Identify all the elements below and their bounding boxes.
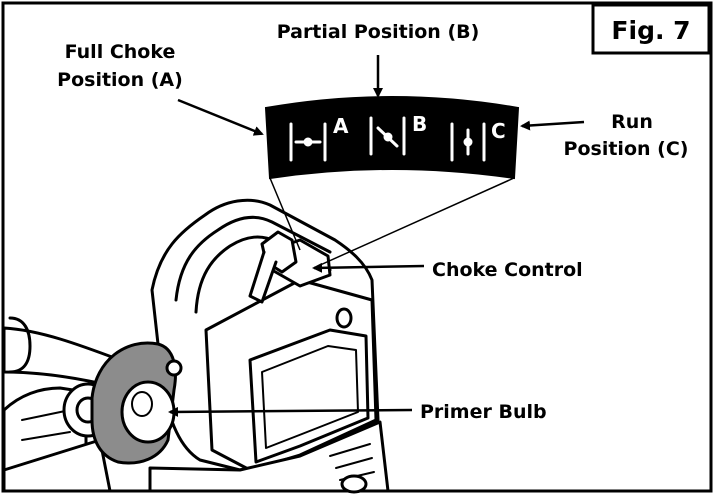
full-choke-label-line1: Full Choke: [65, 41, 176, 63]
plate-connector-lines: [269, 177, 515, 267]
engine-base: [2, 438, 112, 493]
figure-label-box: Fig. 7: [591, 3, 711, 55]
run-symbol-icon: [450, 122, 486, 162]
full-choke-label-line2: Position (A): [57, 69, 183, 91]
figure-label: Fig. 7: [611, 16, 690, 45]
position-letter-b: B: [412, 112, 427, 136]
choke-lever-tab: [248, 250, 278, 304]
housing-front-panel: [248, 328, 370, 464]
engine-block-port: [340, 474, 368, 494]
primer-bulb-shape: [120, 380, 176, 444]
choke-control-arrow: [312, 262, 425, 273]
engine-bracket-detail: [21, 409, 71, 441]
engine-illustration: [2, 198, 390, 494]
choke-position-plate: A B C: [264, 96, 520, 180]
housing-front-panel-inner: [261, 345, 359, 449]
run-label-line1: Run: [611, 111, 653, 133]
partial-position-label: Partial Position (B): [277, 21, 480, 43]
leader-arrows: [168, 55, 585, 417]
run-label-line2: Position (C): [564, 138, 689, 160]
position-letter-c: C: [491, 119, 506, 143]
primer-bulb-label: Primer Bulb: [420, 401, 547, 423]
position-letter-a: A: [333, 114, 349, 138]
run-position-arrow: [520, 120, 585, 131]
engine-block: [148, 420, 390, 493]
housing-ridge-outer: [174, 215, 332, 302]
primer-bulb-arrow: [168, 406, 413, 417]
full-choke-arrow: [177, 98, 264, 136]
engine-tube-ring: [8, 316, 32, 374]
housing-screw: [335, 307, 353, 329]
primer-bulb-highlight: [131, 391, 153, 417]
full-choke-symbol-icon: [289, 122, 327, 162]
partial-choke-symbol-icon: [369, 116, 406, 156]
primer-pivot: [165, 359, 183, 377]
choke-control-label: Choke Control: [432, 259, 583, 281]
